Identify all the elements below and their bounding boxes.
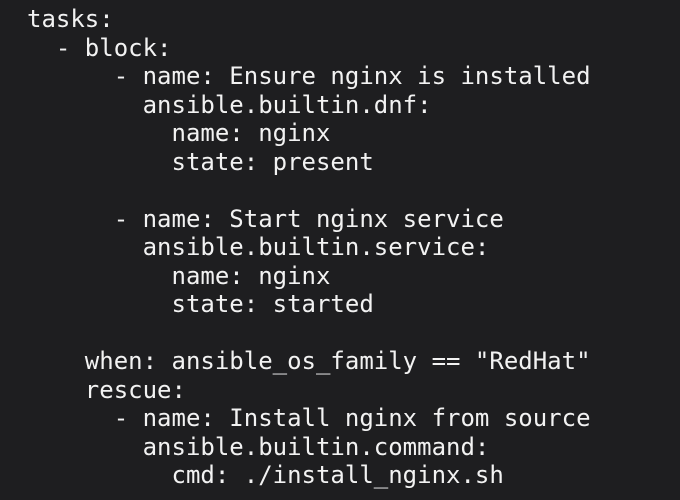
code-line: tasks: <box>27 5 114 33</box>
code-line: state: started <box>27 290 374 318</box>
code-line: name: nginx <box>27 261 331 290</box>
code-line: ansible.builtin.command: <box>27 432 490 461</box>
code-line: state: present <box>27 147 374 176</box>
code-line: cmd: ./install_nginx.sh <box>27 461 504 489</box>
code-line: ansible.builtin.service: <box>27 233 490 261</box>
code-line <box>27 319 680 348</box>
code-line: - name: Ensure nginx is installed <box>27 62 591 90</box>
code-line: when: ansible_os_family == "RedHat" <box>27 347 591 375</box>
code-line <box>27 176 680 205</box>
code-line: name: nginx <box>27 119 331 147</box>
code-line: - block: <box>27 33 172 62</box>
code-line: rescue: <box>27 375 186 404</box>
code-line: - name: Install nginx from source <box>27 404 591 432</box>
yaml-code-block: tasks: - block: - name: Ensure nginx is … <box>27 5 680 490</box>
code-line: ansible.builtin.dnf: <box>27 90 432 119</box>
code-line: - name: Start nginx service <box>27 204 504 233</box>
